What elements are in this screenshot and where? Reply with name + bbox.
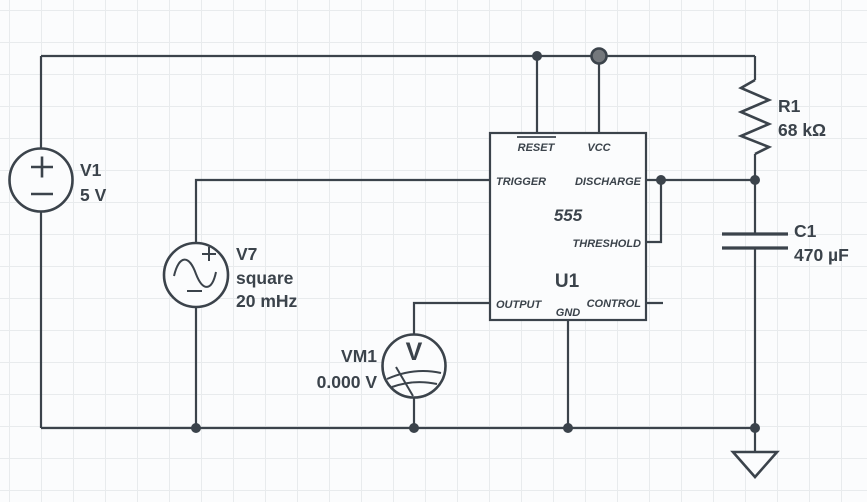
part-number-label: 555 (554, 206, 583, 225)
v7-ref-label: V7 (236, 244, 257, 264)
pin-label-output: OUTPUT (496, 299, 543, 311)
v1-ref-label: V1 (80, 160, 102, 180)
vm1-reading-label: 0.000 V (317, 372, 378, 392)
ic-body[interactable] (488, 131, 648, 322)
resistor-zigzag-icon (737, 78, 773, 156)
v7-waveform-label: square (236, 268, 294, 288)
ground-symbol[interactable] (730, 428, 780, 479)
highlighted-net-node[interactable] (590, 47, 608, 65)
wire-output-to-vm1[interactable] (412, 301, 490, 335)
vm1-ref-label: VM1 (341, 346, 377, 366)
ground-triangle-icon (730, 450, 780, 479)
wire-threshold[interactable] (646, 180, 663, 244)
v1-voltage-source[interactable]: V1 5 V (8, 147, 107, 213)
pin-label-discharge: DISCHARGE (575, 176, 642, 188)
v1-value-label: 5 V (80, 185, 107, 205)
junction-dot (409, 423, 419, 433)
plus-icon (31, 156, 53, 178)
u1-ref-label: U1 (555, 271, 580, 292)
sine-wave-icon (173, 258, 217, 288)
pin-label-trigger: TRIGGER (496, 176, 546, 188)
c1-value-label: 470 µF (794, 245, 849, 265)
vm1-voltmeter[interactable]: V VM1 0.000 V (317, 333, 447, 399)
meter-scale-inner-icon (391, 381, 438, 388)
r1-value-label: 68 kΩ (778, 120, 826, 140)
pin-label-vcc: VCC (587, 142, 611, 154)
junction-dot (532, 51, 542, 61)
junction-dot (656, 175, 666, 185)
r1-resistor[interactable]: R1 68 kΩ (737, 78, 826, 156)
v1-body-circle (8, 147, 74, 213)
r1-ref-label: R1 (778, 96, 801, 116)
v7-signal-source[interactable]: V7 square 20 mHz (162, 241, 298, 311)
plus-icon (202, 247, 216, 261)
pin-label-threshold: THRESHOLD (573, 238, 642, 250)
voltmeter-letter: V (406, 338, 423, 366)
u1-555-timer[interactable]: RESET VCC TRIGGER DISCHARGE 555 THRESHOL… (488, 131, 648, 322)
wire-v7-to-trigger[interactable] (194, 178, 490, 243)
meter-scale-icon (386, 370, 442, 380)
v7-frequency-label: 20 mHz (236, 291, 298, 311)
pin-label-gnd: GND (556, 307, 581, 319)
c1-ref-label: C1 (794, 221, 817, 241)
junction-dot (750, 175, 760, 185)
c1-capacitor[interactable]: C1 470 µF (722, 221, 849, 265)
pin-label-control: CONTROL (587, 298, 642, 310)
meter-needle-icon (395, 366, 414, 397)
junction-dot (563, 423, 573, 433)
pin-label-reset: RESET (518, 142, 556, 154)
junction-dot (191, 423, 201, 433)
